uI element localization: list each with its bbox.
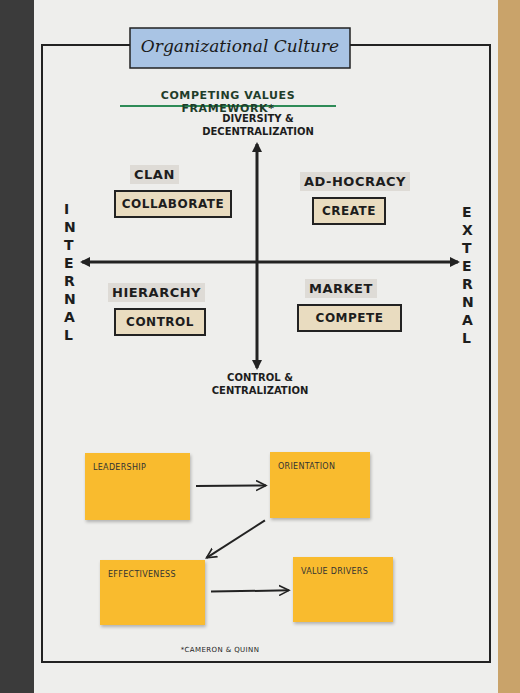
quadrant-box: HIERARCHY CONTROL (108, 282, 218, 336)
axis-up (256, 144, 259, 255)
sticky-text: ORIENTATION (278, 462, 362, 471)
sticky-note: EFFECTIVENESS (100, 560, 205, 625)
subtitle: COMPETING VALUES FRAMEWORK* (112, 89, 344, 115)
arrow-connector (207, 520, 265, 558)
quadrant-heading-row: MARKET (305, 278, 407, 298)
arrow-connector (196, 484, 266, 487)
sticky-note: LEADERSHIP (85, 453, 190, 520)
quadrant-heading-row: HIERARCHY (108, 282, 218, 302)
sticky-text: VALUE DRIVERS (301, 567, 385, 576)
caption: *CAMERON & QUINN (150, 646, 290, 654)
axis-label-vertical: EXTERNAL (462, 203, 470, 347)
quadrant-heading: MARKET (305, 279, 377, 298)
diagram-title: Organizational Culture (130, 36, 350, 56)
axis-right (257, 261, 458, 264)
quadrant-box: CLAN COLLABORATE (112, 164, 237, 218)
arrow-connector (211, 590, 289, 591)
quadrant-heading-row: AD-HOCRACY (300, 171, 420, 191)
flipchart-paper (34, 0, 498, 693)
axis-label-vertical: INTERNAL (64, 200, 72, 344)
sticky-note: VALUE DRIVERS (293, 557, 393, 622)
quadrant-value: CREATE (312, 197, 386, 225)
sticky-note: ORIENTATION (270, 452, 370, 518)
sticky-text: LEADERSHIP (93, 463, 182, 472)
quadrant-heading: AD-HOCRACY (300, 172, 410, 191)
quadrant-heading-row: CLAN (130, 164, 237, 184)
quadrant-value: COLLABORATE (114, 190, 232, 218)
quadrant-box: AD-HOCRACY CREATE (300, 171, 420, 225)
quadrant-heading: HIERARCHY (108, 283, 205, 302)
quadrant-box: MARKET COMPETE (295, 278, 407, 332)
sticky-text: EFFECTIVENESS (108, 570, 197, 579)
quadrant-value: CONTROL (114, 308, 206, 336)
axis-label: CONTROL & CENTRALIZATION (205, 371, 315, 397)
axis-label: DIVERSITY & DECENTRALIZATION (183, 112, 333, 138)
title-highlight (130, 28, 350, 68)
dark-edge (0, 0, 36, 693)
axis-down (256, 255, 259, 368)
quadrant-heading: CLAN (130, 165, 179, 184)
axis-left (82, 261, 257, 264)
paper-border (42, 45, 490, 662)
quadrant-value: COMPETE (297, 304, 402, 332)
